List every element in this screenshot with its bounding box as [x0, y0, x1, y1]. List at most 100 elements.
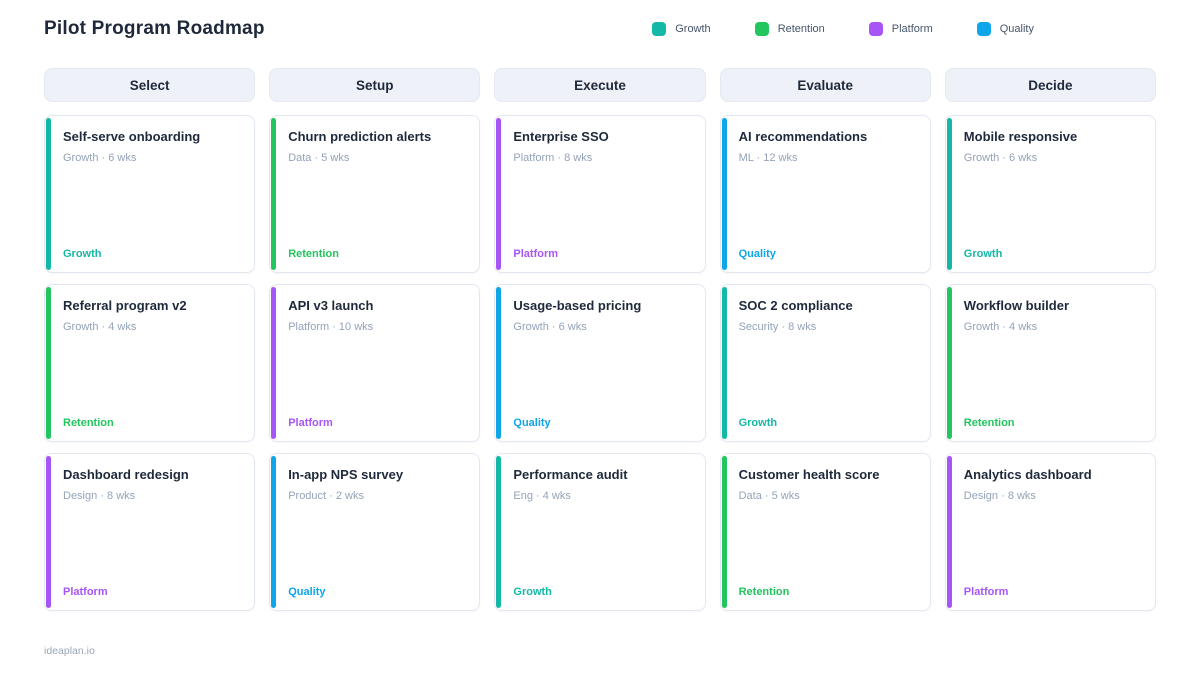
legend-item: Quality: [976, 22, 1034, 36]
card[interactable]: AI recommendations ML · 12 wks Quality: [719, 115, 931, 273]
card-title: Dashboard redesign: [63, 467, 189, 482]
card[interactable]: Workflow builder Growth · 4 wks Retentio…: [944, 284, 1156, 442]
card[interactable]: Usage-based pricing Growth · 6 wks Quali…: [494, 284, 706, 442]
column-cards: Mobile responsive Growth · 6 wks Growth …: [944, 115, 1156, 622]
card-meta: Product · 2 wks: [288, 489, 364, 502]
legend-item: Retention: [754, 22, 825, 36]
card-tag-label: Retention: [738, 586, 790, 598]
card-tag-label: Growth: [738, 417, 778, 429]
card-title: Analytics dashboard: [963, 467, 1092, 482]
column-execute: Execute Enterprise SSO Platform · 8 wks …: [494, 68, 706, 622]
legend-label-growth: Growth: [675, 23, 711, 35]
footer-brand: ideaplan.io: [44, 645, 95, 657]
column-evaluate: Evaluate AI recommendations ML · 12 wks …: [719, 68, 931, 622]
card-tag-label: Platform: [63, 586, 108, 598]
card-accent-bar: [946, 118, 952, 270]
topbar: Pilot Program Roadmap Growth Retention P…: [0, 0, 1200, 40]
card-tag-label: Quality: [738, 248, 776, 260]
card-title: Churn prediction alerts: [288, 129, 432, 144]
card-title: Performance audit: [513, 467, 628, 482]
page-title: Pilot Program Roadmap: [44, 18, 265, 39]
card-accent-bar: [46, 118, 51, 270]
card-title: Self-serve onboarding: [63, 129, 201, 144]
card-meta: ML · 12 wks: [738, 151, 798, 164]
card-accent-bar: [946, 456, 952, 608]
column-header-decide: Decide: [944, 68, 1156, 102]
card[interactable]: Customer health score Data · 5 wks Reten…: [719, 453, 931, 611]
card-accent-bar: [46, 456, 51, 608]
column-cards: Enterprise SSO Platform · 8 wks Platform…: [494, 115, 706, 622]
card[interactable]: SOC 2 compliance Security · 8 wks Growth: [719, 284, 931, 442]
card-meta: Growth · 4 wks: [963, 320, 1038, 333]
card-title: In-app NPS survey: [288, 467, 404, 482]
card[interactable]: Analytics dashboard Design · 8 wks Platf…: [944, 453, 1156, 611]
legend-swatch-icon: [652, 22, 667, 36]
card[interactable]: Enterprise SSO Platform · 8 wks Platform: [494, 115, 706, 273]
card-tag-label: Growth: [963, 248, 1003, 260]
legend-swatch-icon: [754, 22, 769, 36]
card[interactable]: Churn prediction alerts Data · 5 wks Ret…: [269, 115, 481, 273]
card-title: API v3 launch: [288, 298, 374, 313]
card-accent-bar: [271, 118, 277, 270]
card-title: Customer health score: [738, 467, 880, 482]
column-decide: Decide Mobile responsive Growth · 6 wks …: [944, 68, 1156, 622]
legend-label-retention: Retention: [777, 23, 825, 35]
card-meta: Growth · 6 wks: [963, 151, 1038, 164]
legend-item: Growth: [652, 22, 711, 36]
card[interactable]: Referral program v2 Growth · 4 wks Reten…: [44, 284, 256, 442]
card-tag-label: Platform: [288, 417, 333, 429]
card-accent-bar: [946, 287, 952, 439]
card-accent-bar: [721, 456, 727, 608]
card-meta: Platform · 10 wks: [288, 320, 374, 333]
card[interactable]: In-app NPS survey Product · 2 wks Qualit…: [269, 453, 481, 611]
card-meta: Design · 8 wks: [63, 489, 136, 502]
card-title: Workflow builder: [963, 298, 1070, 313]
column-header-evaluate: Evaluate: [719, 68, 931, 102]
card-tag-label: Retention: [963, 417, 1015, 429]
column-cards: AI recommendations ML · 12 wks Quality S…: [719, 115, 931, 622]
card-title: AI recommendations: [738, 129, 868, 144]
card-tag-label: Quality: [288, 586, 326, 598]
card-meta: Data · 5 wks: [288, 151, 350, 164]
card-meta: Growth · 6 wks: [513, 320, 587, 333]
card-accent-bar: [271, 287, 277, 439]
legend-item: Platform: [868, 22, 933, 36]
legend-label-quality: Quality: [999, 23, 1034, 35]
card-accent-bar: [721, 118, 727, 270]
card[interactable]: Mobile responsive Growth · 6 wks Growth: [944, 115, 1156, 273]
column-select: Select Self-serve onboarding Growth · 6 …: [44, 68, 256, 622]
card-tag-label: Platform: [513, 248, 559, 260]
card-tag-label: Growth: [63, 248, 102, 260]
card[interactable]: Dashboard redesign Design · 8 wks Platfo…: [44, 453, 256, 611]
column-cards: Self-serve onboarding Growth · 6 wks Gro…: [44, 115, 256, 622]
card-accent-bar: [46, 287, 51, 439]
legend-swatch-icon: [976, 22, 991, 36]
card-tag-label: Growth: [513, 586, 552, 598]
column-header-setup: Setup: [269, 68, 481, 102]
card-tag-label: Retention: [288, 248, 339, 260]
card-title: SOC 2 compliance: [738, 298, 853, 313]
column-setup: Setup Churn prediction alerts Data · 5 w…: [269, 68, 481, 622]
legend-swatch-icon: [868, 22, 883, 36]
card-accent-bar: [496, 118, 502, 270]
card-meta: Growth · 4 wks: [63, 320, 137, 333]
card-meta: Growth · 6 wks: [63, 151, 137, 164]
card-title: Enterprise SSO: [513, 129, 609, 144]
card-accent-bar: [496, 456, 502, 608]
card-accent-bar: [496, 287, 502, 439]
card-meta: Security · 8 wks: [738, 320, 817, 333]
card-tag-label: Quality: [513, 417, 551, 429]
legend: Growth Retention Platform Quality: [652, 22, 1034, 36]
card[interactable]: Self-serve onboarding Growth · 6 wks Gro…: [44, 115, 256, 273]
board: Select Self-serve onboarding Growth · 6 …: [0, 68, 1200, 622]
card-title: Usage-based pricing: [513, 298, 642, 313]
card-tag-label: Retention: [63, 417, 114, 429]
card-title: Mobile responsive: [963, 129, 1078, 144]
column-header-execute: Execute: [494, 68, 706, 102]
card[interactable]: Performance audit Eng · 4 wks Growth: [494, 453, 706, 611]
column-cards: Churn prediction alerts Data · 5 wks Ret…: [269, 115, 481, 622]
card-tag-label: Platform: [963, 586, 1009, 598]
card-meta: Design · 8 wks: [963, 489, 1036, 502]
card[interactable]: API v3 launch Platform · 10 wks Platform: [269, 284, 481, 442]
